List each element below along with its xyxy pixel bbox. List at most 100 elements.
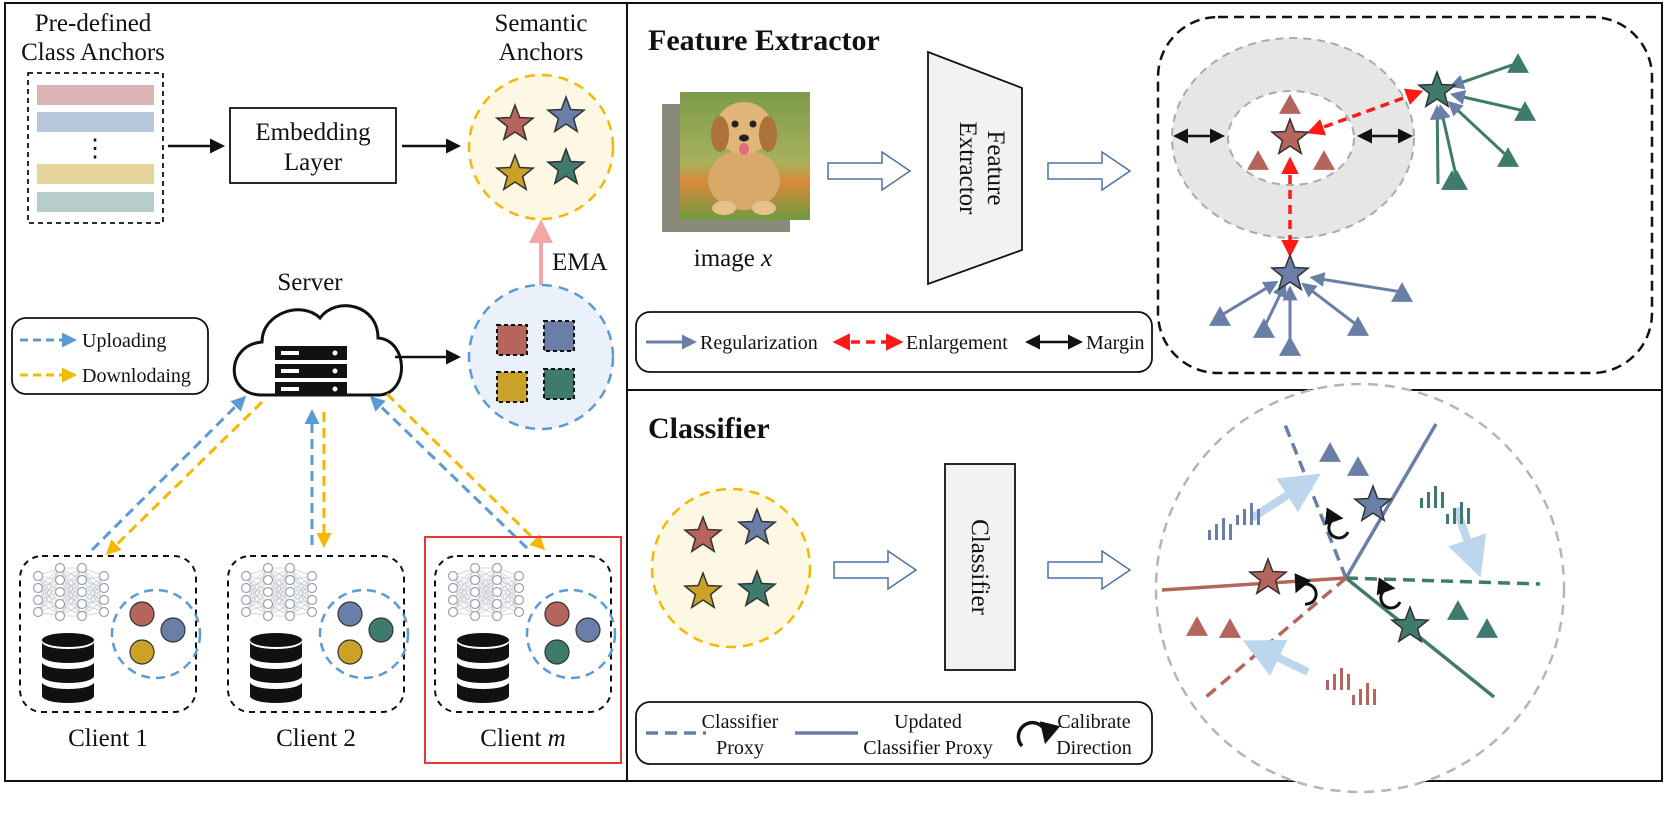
embedding-layer-box xyxy=(229,107,397,184)
network-node xyxy=(54,598,66,610)
network-edge xyxy=(474,579,498,617)
client-anchor-ring xyxy=(525,588,617,680)
network-edge xyxy=(245,567,269,613)
network-edge xyxy=(267,567,291,617)
outer-frame xyxy=(4,2,1663,782)
anchors-box xyxy=(27,72,164,224)
star-gold xyxy=(494,152,536,192)
network-node xyxy=(284,598,296,610)
server-label: Server xyxy=(277,269,343,296)
network-edge xyxy=(81,587,105,617)
network-node xyxy=(447,570,459,582)
network-node xyxy=(447,594,459,606)
network-node xyxy=(32,594,44,606)
proxy-square xyxy=(496,324,528,356)
semantic-anchor-stars xyxy=(494,94,587,192)
network-edge xyxy=(245,579,269,613)
client-anchor-dot xyxy=(129,639,155,665)
embedding-label-2: Layer xyxy=(284,149,343,176)
legend-calibrate-2: Direction xyxy=(1056,737,1132,759)
distribution-bar-blue xyxy=(1236,515,1239,525)
legend-updated-1: Updated xyxy=(894,711,962,733)
embedding-label-1: Embedding xyxy=(255,119,371,146)
network-node xyxy=(447,582,459,594)
classifier-legend-box xyxy=(635,701,1153,765)
database-segment xyxy=(250,662,302,683)
triangle-red xyxy=(1186,616,1208,636)
network-edge xyxy=(37,579,61,613)
client-anchor-ring xyxy=(110,588,202,680)
network-node xyxy=(262,610,274,622)
hollow-arrow-3 xyxy=(833,549,918,591)
classifier-box-label: Classifier xyxy=(966,519,993,615)
database-top xyxy=(42,633,94,647)
database-segment xyxy=(250,682,302,703)
network-node xyxy=(306,582,318,594)
predefined-label-1: Pre-defined xyxy=(35,10,152,37)
anchor-bar-4 xyxy=(37,192,154,212)
star-teal xyxy=(545,146,587,186)
calibrate-legend-icon xyxy=(1016,720,1061,748)
legend-margin: Margin xyxy=(1086,332,1145,354)
legend-proxy-1: Classifier xyxy=(702,711,779,733)
triangle-red xyxy=(1219,618,1241,638)
network-edge xyxy=(245,567,269,601)
triangle-red xyxy=(1313,150,1335,170)
network-node xyxy=(32,606,44,618)
drift-arrows xyxy=(1242,473,1487,676)
network-edge xyxy=(289,575,313,617)
network-node xyxy=(513,582,525,594)
client-m-variable: m xyxy=(548,725,566,752)
regularization-arrow xyxy=(1449,89,1526,113)
network-node xyxy=(262,574,274,586)
triangle-blue xyxy=(1347,456,1369,476)
legend-regularization: Regularization xyxy=(700,332,818,354)
network-edge xyxy=(59,567,83,605)
classifier-anchor-circle xyxy=(650,487,812,649)
classifier-clusters xyxy=(1186,442,1498,705)
network-node xyxy=(513,606,525,618)
hollow-arrow-2 xyxy=(1047,150,1132,192)
network-node xyxy=(76,574,88,586)
network-node xyxy=(262,586,274,598)
network-node xyxy=(469,574,481,586)
network-edge xyxy=(81,575,105,605)
clients xyxy=(19,555,617,713)
network-node xyxy=(306,570,318,582)
network-node xyxy=(76,610,88,622)
network-edge xyxy=(452,567,476,601)
star-teal xyxy=(1389,604,1431,644)
triangle-teal xyxy=(1507,53,1529,73)
network-node xyxy=(76,562,88,574)
network-node xyxy=(284,562,296,574)
feature-extractor-block xyxy=(927,50,1023,286)
extractor-label-1: Feature xyxy=(982,131,1009,206)
triangle-blue xyxy=(1253,318,1275,338)
database-segment xyxy=(42,642,94,663)
anchors-ellipsis: ⋮ xyxy=(83,135,108,162)
network-edge xyxy=(59,567,83,617)
triangle-teal xyxy=(1441,170,1463,190)
triangle-teal xyxy=(1476,618,1498,638)
regularization-arrow xyxy=(1309,272,1403,294)
dog-image xyxy=(662,92,810,232)
distribution-bar-red xyxy=(1352,695,1355,705)
star-blue xyxy=(736,506,778,546)
client-m-prefix: Client xyxy=(480,725,547,752)
network-node xyxy=(98,582,110,594)
classifier-box xyxy=(944,463,1016,671)
semantic-label-2: Anchors xyxy=(499,39,584,66)
client-1-label: Client 1 xyxy=(68,725,148,752)
client-anchor-dot xyxy=(544,639,570,665)
network-node xyxy=(32,570,44,582)
star-blue xyxy=(1352,483,1394,523)
star-gold xyxy=(682,570,724,610)
distribution-bar-blue xyxy=(1222,518,1225,540)
database-top xyxy=(457,633,509,647)
network-edge xyxy=(452,579,476,613)
distribution-bar-blue xyxy=(1257,509,1260,525)
hollow-arrow-1 xyxy=(827,150,912,192)
network-node xyxy=(306,594,318,606)
distribution-bar-red xyxy=(1340,668,1343,690)
